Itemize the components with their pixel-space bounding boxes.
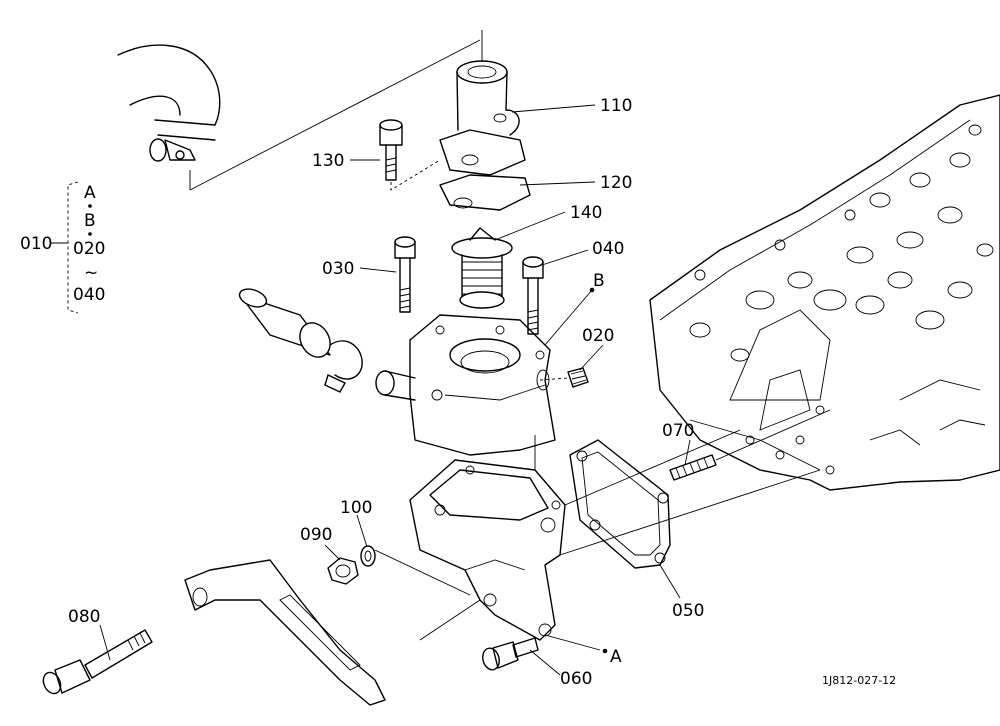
part-060-bolt: [482, 637, 539, 671]
cylinder-head: [649, 94, 1000, 491]
label-100: 100: [340, 498, 372, 518]
group-line-040: 040: [73, 285, 105, 305]
label-140: 140: [570, 203, 602, 223]
upper-hose: [117, 44, 221, 162]
label-050: 050: [672, 601, 704, 621]
part-050-gasket: [569, 439, 671, 569]
part-100-washer: [360, 545, 376, 567]
label-130: 130: [312, 151, 344, 171]
label-020: 020: [582, 326, 614, 346]
part-120-gasket: [439, 174, 531, 211]
label-080: 080: [68, 607, 100, 627]
part-130-bolt: [379, 119, 403, 181]
part-110-outlet: [439, 30, 526, 176]
part-080-bolt: [42, 629, 153, 695]
label-110: 110: [600, 96, 632, 116]
part-020-plug: [567, 367, 589, 388]
reference-code: 1J812-027-12: [822, 674, 896, 687]
label-120: 120: [600, 173, 632, 193]
label-a: A: [610, 647, 622, 667]
group-line-020: 020: [73, 239, 105, 259]
group-line-b: B: [84, 211, 96, 231]
part-040-bolt: [522, 256, 544, 335]
part-030-bolt: [394, 236, 416, 313]
group-bracket: [50, 181, 92, 314]
part-140-thermostat: [451, 227, 513, 309]
leader-hose-to-outlet: [189, 39, 481, 191]
thermostat-housing: [409, 314, 556, 456]
group-line-a: A: [84, 183, 96, 203]
water-flange: [409, 459, 566, 641]
label-b: B: [593, 271, 605, 291]
bypass-hose: [238, 288, 416, 401]
label-060: 060: [560, 669, 592, 689]
point-b-dot: [589, 287, 595, 293]
mounting-bracket: [184, 559, 386, 706]
part-090-nut: [327, 557, 359, 585]
part-070-stud: [669, 454, 717, 481]
label-090: 090: [300, 525, 332, 545]
label-040: 040: [592, 239, 624, 259]
point-a-dot: [602, 648, 608, 654]
label-070: 070: [662, 421, 694, 441]
group-label-010: 010: [20, 234, 52, 254]
group-tilde: ~: [84, 263, 98, 283]
label-030: 030: [322, 259, 354, 279]
